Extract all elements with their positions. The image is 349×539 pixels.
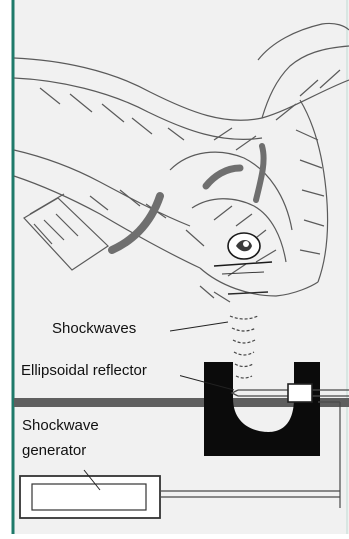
shockwaves-label: Shockwaves	[52, 320, 136, 337]
ellipsoidal-reflector-label: Ellipsoidal reflector	[21, 362, 147, 379]
generator-label-line-1: Shockwave	[22, 417, 99, 434]
generator-label-line-2: generator	[22, 442, 86, 459]
